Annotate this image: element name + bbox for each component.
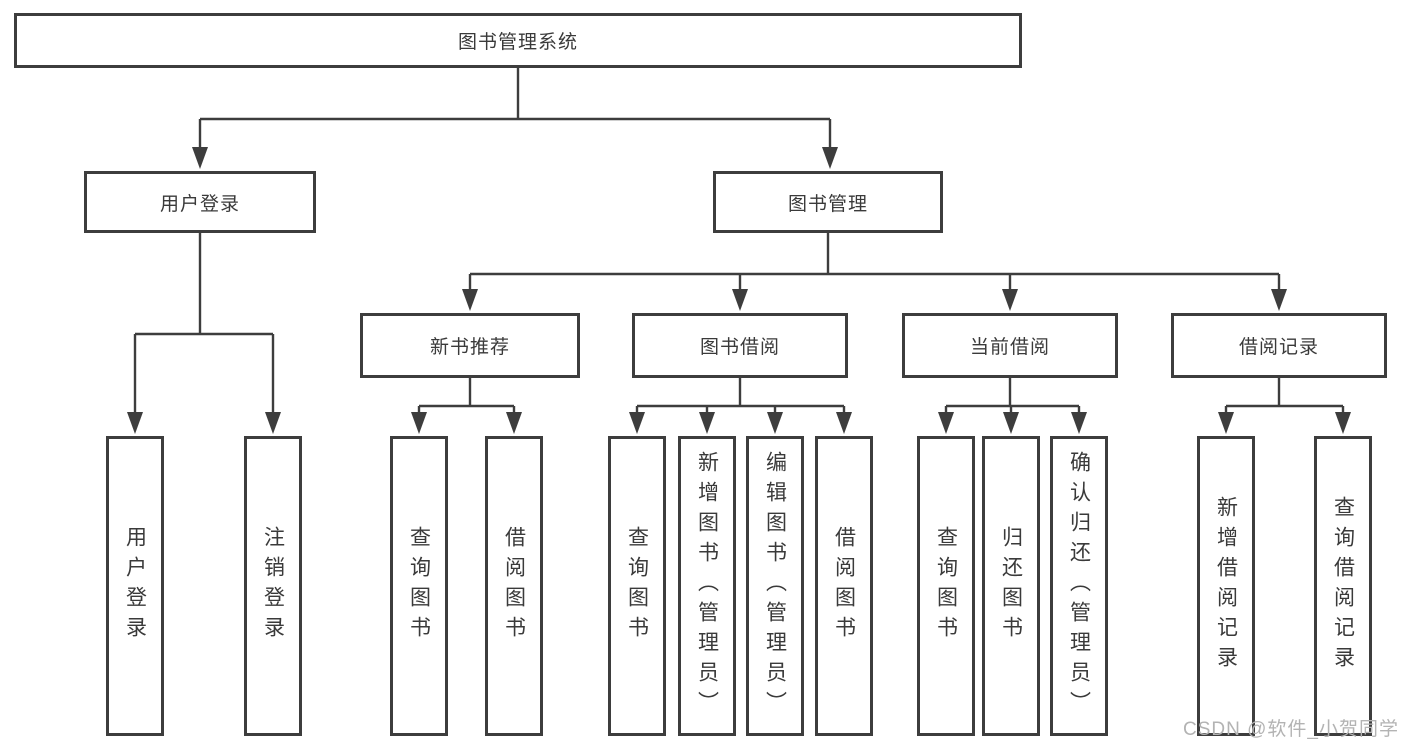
- leaf-add-borrow-record-label: 新增借阅记录: [1214, 496, 1238, 676]
- leaf-confirm-return-admin-label: 确认归还（管理员）: [1067, 451, 1091, 721]
- leaf-query-books-recommend: 查询图书: [390, 436, 448, 736]
- leaf-query-books-borrowing-label: 查询图书: [625, 526, 649, 646]
- leaf-query-books-borrowing: 查询图书: [608, 436, 666, 736]
- leaf-query-books-current: 查询图书: [917, 436, 975, 736]
- leaf-add-borrow-record: 新增借阅记录: [1197, 436, 1255, 736]
- csdn-watermark: CSDN @软件_小贺同学: [1183, 719, 1399, 740]
- leaf-borrow-books-recommend-label: 借阅图书: [502, 526, 526, 646]
- node-user-login-branch-label: 用户登录: [159, 193, 240, 215]
- leaf-add-book-admin: 新增图书（管理员）: [678, 436, 736, 736]
- node-group-book-borrowing: 图书借阅: [632, 313, 848, 378]
- node-group-current-borrowing: 当前借阅: [902, 313, 1118, 378]
- leaf-query-books-recommend-label: 查询图书: [407, 526, 431, 646]
- node-root: 图书管理系统: [14, 13, 1022, 68]
- leaf-user-login-label: 用户登录: [123, 526, 147, 646]
- leaf-return-book: 归还图书: [982, 436, 1040, 736]
- leaf-edit-book-admin: 编辑图书（管理员）: [746, 436, 804, 736]
- leaf-query-borrow-record: 查询借阅记录: [1314, 436, 1372, 736]
- node-group-new-book-recommendation: 新书推荐: [360, 313, 580, 378]
- node-root-label: 图书管理系统: [457, 32, 578, 53]
- leaf-borrow-books-recommend: 借阅图书: [485, 436, 543, 736]
- node-book-management-label: 图书管理: [787, 193, 868, 215]
- leaf-logout-label: 注销登录: [261, 526, 285, 646]
- leaf-logout: 注销登录: [244, 436, 302, 736]
- leaf-borrow-books-borrowing-label: 借阅图书: [832, 526, 856, 646]
- leaf-return-book-label: 归还图书: [999, 526, 1023, 646]
- node-group-borrowing-records-label: 借阅记录: [1238, 337, 1319, 358]
- leaf-borrow-books-borrowing: 借阅图书: [815, 436, 873, 736]
- leaf-add-book-admin-label: 新增图书（管理员）: [695, 451, 719, 721]
- arrowheads: [127, 147, 1351, 434]
- leaf-confirm-return-admin: 确认归还（管理员）: [1050, 436, 1108, 736]
- tree-edges: [133, 68, 1345, 415]
- leaf-edit-book-admin-label: 编辑图书（管理员）: [763, 451, 787, 721]
- leaf-query-books-current-label: 查询图书: [934, 526, 958, 646]
- leaf-query-borrow-record-label: 查询借阅记录: [1331, 496, 1355, 676]
- node-group-book-borrowing-label: 图书借阅: [699, 337, 780, 358]
- node-group-borrowing-records: 借阅记录: [1171, 313, 1387, 378]
- node-user-login-branch: 用户登录: [84, 171, 316, 233]
- node-group-current-borrowing-label: 当前借阅: [969, 337, 1050, 358]
- node-group-new-book-recommendation-label: 新书推荐: [429, 337, 510, 358]
- leaf-user-login: 用户登录: [106, 436, 164, 736]
- node-book-management: 图书管理: [713, 171, 943, 233]
